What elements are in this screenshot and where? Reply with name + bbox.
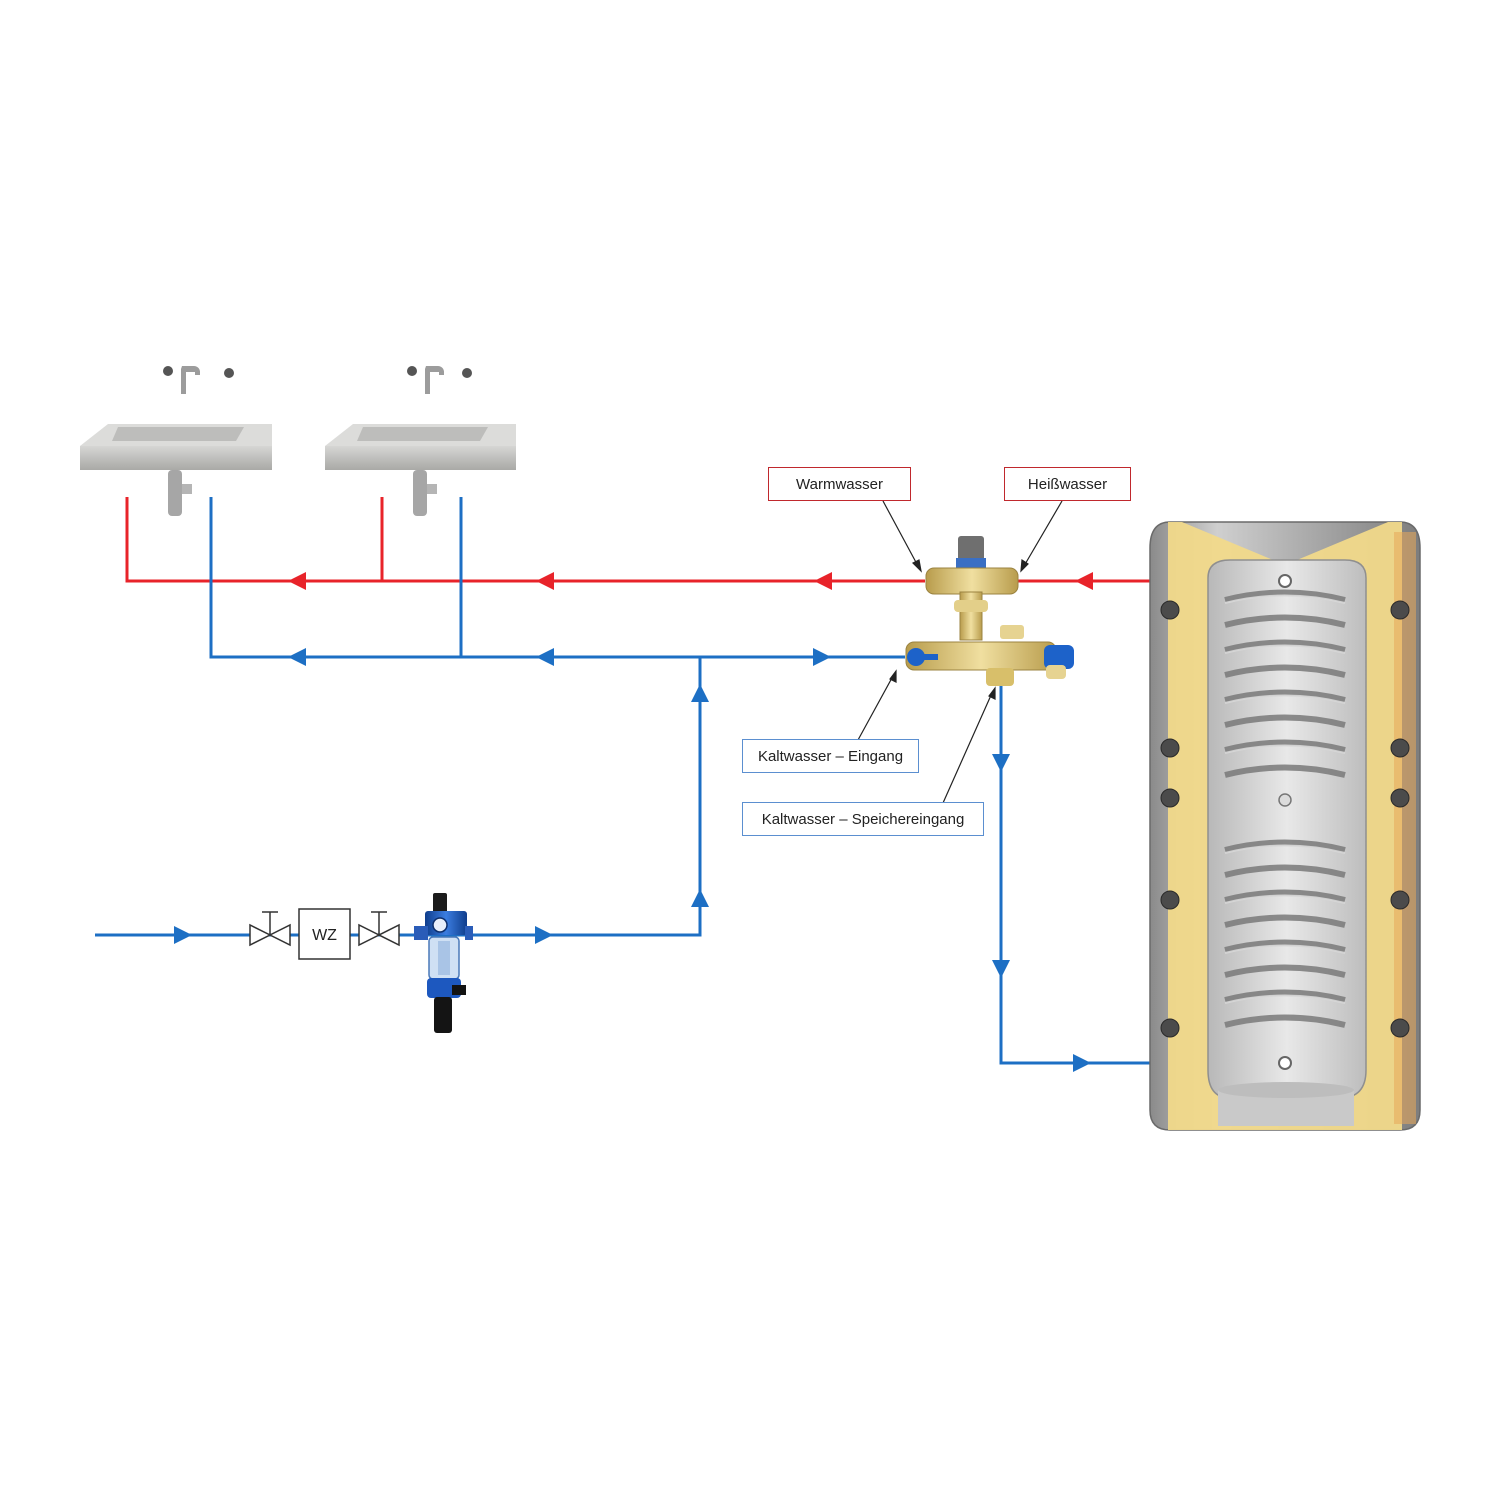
leader-lines	[857, 500, 1063, 804]
flow-arrow	[536, 572, 554, 590]
basin-left	[80, 366, 272, 516]
water-meter-icon: WZ	[298, 908, 351, 960]
basin-icon	[80, 424, 272, 516]
flow-arrow	[1073, 1054, 1091, 1072]
flow-arrow	[691, 684, 709, 702]
shutoff-valve-icon	[249, 911, 291, 947]
heating-coil-icon	[1224, 589, 1346, 1028]
label-kaltwasser-eingang: Kaltwasser – Eingang	[742, 739, 919, 773]
cold-water-flow-arrows	[174, 648, 1091, 1072]
faucet-icon	[163, 366, 234, 394]
flow-arrow	[992, 754, 1010, 772]
flow-arrow	[288, 572, 306, 590]
tank-cold-inlet	[1278, 1056, 1292, 1070]
label-heisswasser: Heißwasser	[1004, 467, 1131, 501]
tank-sockets	[1160, 600, 1410, 1038]
flow-arrow	[288, 648, 306, 666]
flow-arrow	[174, 926, 192, 944]
flow-arrow	[813, 648, 831, 666]
shutoff-valve-icon	[358, 911, 400, 947]
flow-arrow	[691, 889, 709, 907]
water-meter-label: WZ	[312, 927, 337, 944]
label-warmwasser: Warmwasser	[768, 467, 911, 501]
tank-hot-outlet	[1278, 574, 1292, 588]
flow-arrow	[536, 648, 554, 666]
hot-water-flow-arrows	[288, 572, 1093, 590]
flow-arrow	[1075, 572, 1093, 590]
flow-arrow	[535, 926, 553, 944]
mixing-valve-icon	[905, 536, 1074, 686]
basin-icon	[325, 424, 516, 516]
flow-arrow	[814, 572, 832, 590]
faucet-icon	[407, 366, 472, 394]
label-kaltwasser-speichereingang: Kaltwasser – Speichereingang	[742, 802, 984, 836]
filter-icon	[414, 893, 473, 1033]
basin-right	[325, 366, 516, 516]
storage-tank-icon	[1149, 521, 1421, 1131]
hot-water-line	[125, 497, 1285, 583]
flow-arrow	[992, 960, 1010, 978]
